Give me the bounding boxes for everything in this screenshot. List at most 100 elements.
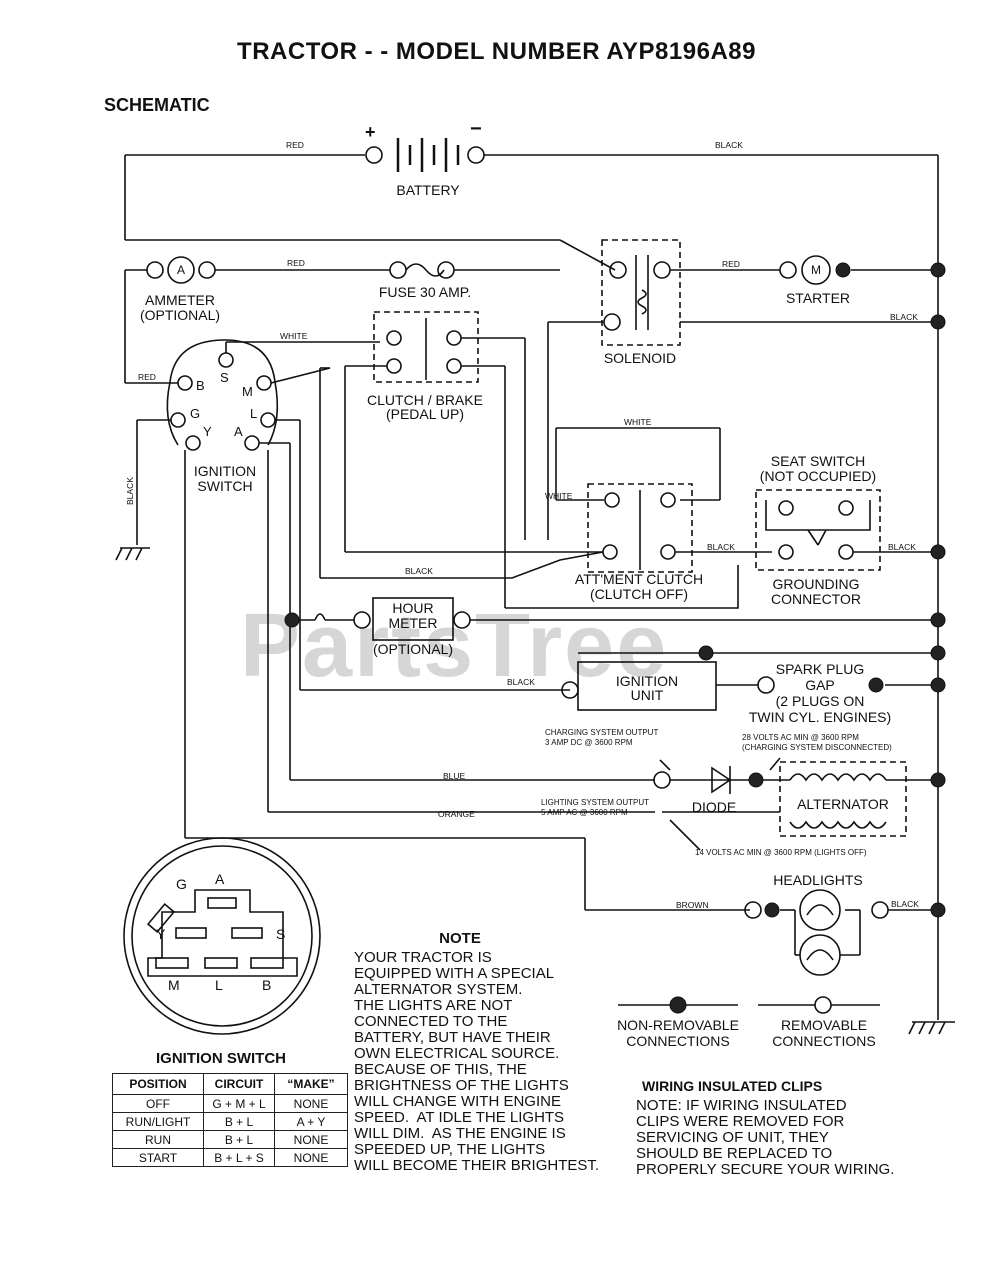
wire-label-white: WHITE [624, 417, 652, 427]
ammeter-optional: (OPTIONAL) [139, 307, 221, 323]
headlight-1 [799, 889, 841, 931]
table-row: RUN/LIGHT B + L A + Y [112, 1112, 348, 1131]
clutch-brake-box [373, 311, 479, 383]
diode-label: DIODE [691, 799, 737, 815]
table-header: CIRCUIT [203, 1073, 275, 1095]
solenoid-label: SOLENOID [603, 350, 677, 366]
wire-label-black: BLACK [405, 566, 433, 576]
wire-label-black: BLACK [891, 899, 919, 909]
terminal-y: Y [203, 424, 212, 439]
table-header: “MAKE” [274, 1073, 348, 1095]
table-cell: RUN/LIGHT [112, 1112, 204, 1131]
connection-dot [930, 677, 946, 693]
wire-label-red: RED [722, 259, 740, 269]
connection-dot [930, 612, 946, 628]
wire-label-black: BLACK [507, 677, 535, 687]
table-row: OFF G + M + L NONE [112, 1094, 348, 1113]
wire-label-black: BLACK [890, 312, 918, 322]
hour-meter-box [372, 597, 454, 641]
page-title: TRACTOR - - MODEL NUMBER AYP8196A89 [237, 38, 756, 65]
wire-label-red: RED [138, 372, 156, 382]
note-title: NOTE [439, 930, 481, 947]
terminal-m: M [242, 384, 253, 399]
connection-dot [698, 645, 714, 661]
table-cell: START [112, 1148, 204, 1167]
non-removable-connection-sample [669, 996, 687, 1014]
ammeter-symbol-letter: A [176, 263, 185, 277]
wire-label-white: WHITE [545, 491, 573, 501]
ammeter-symbol [167, 256, 195, 284]
detail-a: A [215, 871, 225, 887]
attment-clutch-label: ATT'MENT CLUTCH [574, 571, 704, 587]
ignition-switch-detail [123, 837, 321, 1035]
ignition-switch-label-2: SWITCH [197, 478, 253, 494]
connection-dot [868, 677, 884, 693]
connection-dot [930, 544, 946, 560]
legend-removable: REMOVABLE [780, 1017, 868, 1033]
detail-b: B [262, 977, 272, 993]
legend-non-removable-2: CONNECTIONS [626, 1033, 730, 1049]
connection-dot [930, 262, 946, 278]
volts14-label: 14 VOLTS AC MIN @ 3600 RPM (LIGHTS OFF) [695, 848, 867, 857]
hour-meter-label: HOUR [392, 600, 434, 616]
detail-g: G [176, 876, 187, 892]
connection-dot [835, 262, 851, 278]
ignition-unit-label: IGNITION [615, 673, 679, 689]
lighting-output-value: 5 AMP AC @ 3600 RPM [541, 808, 628, 817]
detail-s: S [276, 926, 286, 942]
removable-connection-sample [814, 996, 832, 1014]
clutch-brake-label: CLUTCH / BRAKE [367, 392, 483, 408]
volts28-sub: (CHARGING SYSTEM DISCONNECTED) [742, 743, 892, 752]
wire-label-blue: BLUE [443, 771, 466, 781]
ignition-switch-symbol [166, 339, 279, 451]
spark-plug-gap: GAP [805, 677, 835, 693]
clips-body: NOTE: IF WIRING INSULATED CLIPS WERE REM… [636, 1097, 895, 1178]
hour-meter-label-2: METER [388, 615, 438, 631]
wire-label-black: BLACK [707, 542, 735, 552]
wire-label-red: RED [287, 258, 305, 268]
table-cell: G + M + L [203, 1094, 275, 1113]
spark-plug-note: (2 PLUGS ON [775, 693, 865, 709]
attment-clutch-sub: (CLUTCH OFF) [590, 586, 688, 602]
ignition-switch-title: IGNITION SWITCH [156, 1050, 286, 1067]
volts28-label: 28 VOLTS AC MIN @ 3600 RPM [742, 733, 859, 742]
wire-label-red: RED [286, 140, 304, 150]
legend-removable-2: CONNECTIONS [772, 1033, 876, 1049]
alternator-box [779, 761, 907, 837]
spark-plug-label: SPARK PLUG [775, 661, 865, 677]
connection-dot [930, 772, 946, 788]
connection-dot [930, 902, 946, 918]
seat-switch-box [755, 489, 881, 571]
table-cell: B + L [203, 1130, 275, 1149]
terminal-l: L [250, 406, 258, 421]
ignition-unit-box [577, 661, 717, 711]
battery-minus: − [470, 118, 482, 140]
legend-non-removable: NON-REMOVABLE [617, 1017, 739, 1033]
ignition-switch-label: IGNITION [193, 463, 257, 479]
wire-label-brown: BROWN [676, 900, 709, 910]
table-row: START B + L + S NONE [112, 1148, 348, 1167]
solenoid-box [601, 239, 681, 346]
hour-meter-optional: (OPTIONAL) [372, 641, 454, 657]
terminal-a: A [234, 424, 243, 439]
terminal-g: G [190, 406, 201, 421]
terminal-b: B [196, 378, 205, 393]
battery-plus: + [365, 122, 376, 142]
wire-label-orange: ORANGE [438, 809, 475, 819]
clips-title: WIRING INSULATED CLIPS [642, 1078, 823, 1094]
wire-label-black: BLACK [888, 542, 916, 552]
ammeter-label: AMMETER [145, 292, 215, 308]
table-cell: NONE [274, 1094, 348, 1113]
alternator-label: ALTERNATOR [797, 796, 889, 812]
wire-label-black: BLACK [125, 477, 135, 505]
connection-dot [930, 645, 946, 661]
starter-label: STARTER [785, 290, 851, 306]
wire-label-black: BLACK [715, 140, 743, 150]
grounding-label: GROUNDING [772, 576, 860, 592]
connection-dot [930, 314, 946, 330]
starter-symbol-letter: M [811, 263, 821, 277]
connection-dot [284, 612, 300, 628]
connection-dot [748, 772, 764, 788]
charging-output-label: CHARGING SYSTEM OUTPUT [545, 728, 659, 737]
